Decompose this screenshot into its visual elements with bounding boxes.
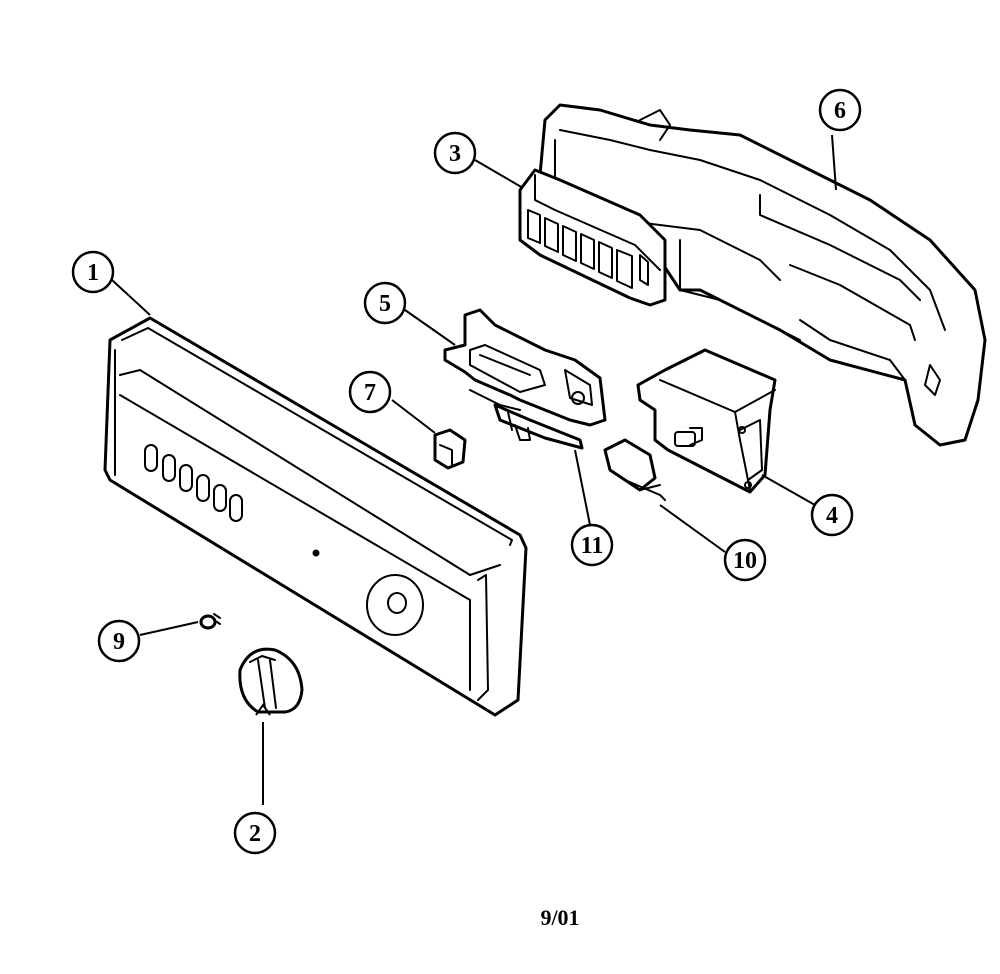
callout-10: 10 bbox=[723, 538, 767, 582]
svg-text:6: 6 bbox=[834, 98, 846, 124]
leader-lines bbox=[111, 134, 837, 805]
timer-part-4 bbox=[636, 348, 777, 494]
knob-part-2 bbox=[238, 647, 304, 714]
date-code: 9/01 bbox=[540, 905, 579, 930]
control-panel-part-1 bbox=[103, 316, 528, 717]
pushbutton-switch-part-3 bbox=[518, 168, 667, 307]
callout-4: 4 bbox=[810, 493, 854, 537]
screw-part-9 bbox=[199, 613, 221, 630]
knob-recess bbox=[366, 574, 424, 636]
svg-text:3: 3 bbox=[449, 141, 461, 167]
svg-text:5: 5 bbox=[379, 291, 391, 317]
svg-text:7: 7 bbox=[364, 380, 376, 406]
callout-11: 11 bbox=[570, 523, 614, 567]
slide-part-11 bbox=[493, 403, 584, 450]
console-housing-part-6 bbox=[538, 103, 987, 447]
svg-text:10: 10 bbox=[733, 548, 757, 574]
callout-6: 6 bbox=[818, 88, 862, 132]
callout-5: 5 bbox=[363, 281, 407, 325]
callout-1: 1 bbox=[71, 250, 115, 294]
callout-9: 9 bbox=[97, 619, 141, 663]
microswitch-part-10 bbox=[603, 438, 666, 501]
svg-text:4: 4 bbox=[826, 503, 838, 529]
callout-2: 2 bbox=[233, 811, 277, 855]
callout-3: 3 bbox=[433, 131, 477, 175]
panel-button-openings bbox=[144, 444, 243, 522]
timer-shaft bbox=[674, 427, 703, 447]
clip-part-7 bbox=[433, 428, 467, 470]
callout-7: 7 bbox=[348, 370, 392, 414]
svg-text:1: 1 bbox=[87, 260, 99, 286]
svg-text:2: 2 bbox=[249, 821, 261, 847]
switch-buttons bbox=[527, 209, 633, 289]
svg-text:11: 11 bbox=[581, 533, 604, 559]
svg-text:9: 9 bbox=[113, 629, 125, 655]
bracket-part-5 bbox=[443, 308, 607, 427]
